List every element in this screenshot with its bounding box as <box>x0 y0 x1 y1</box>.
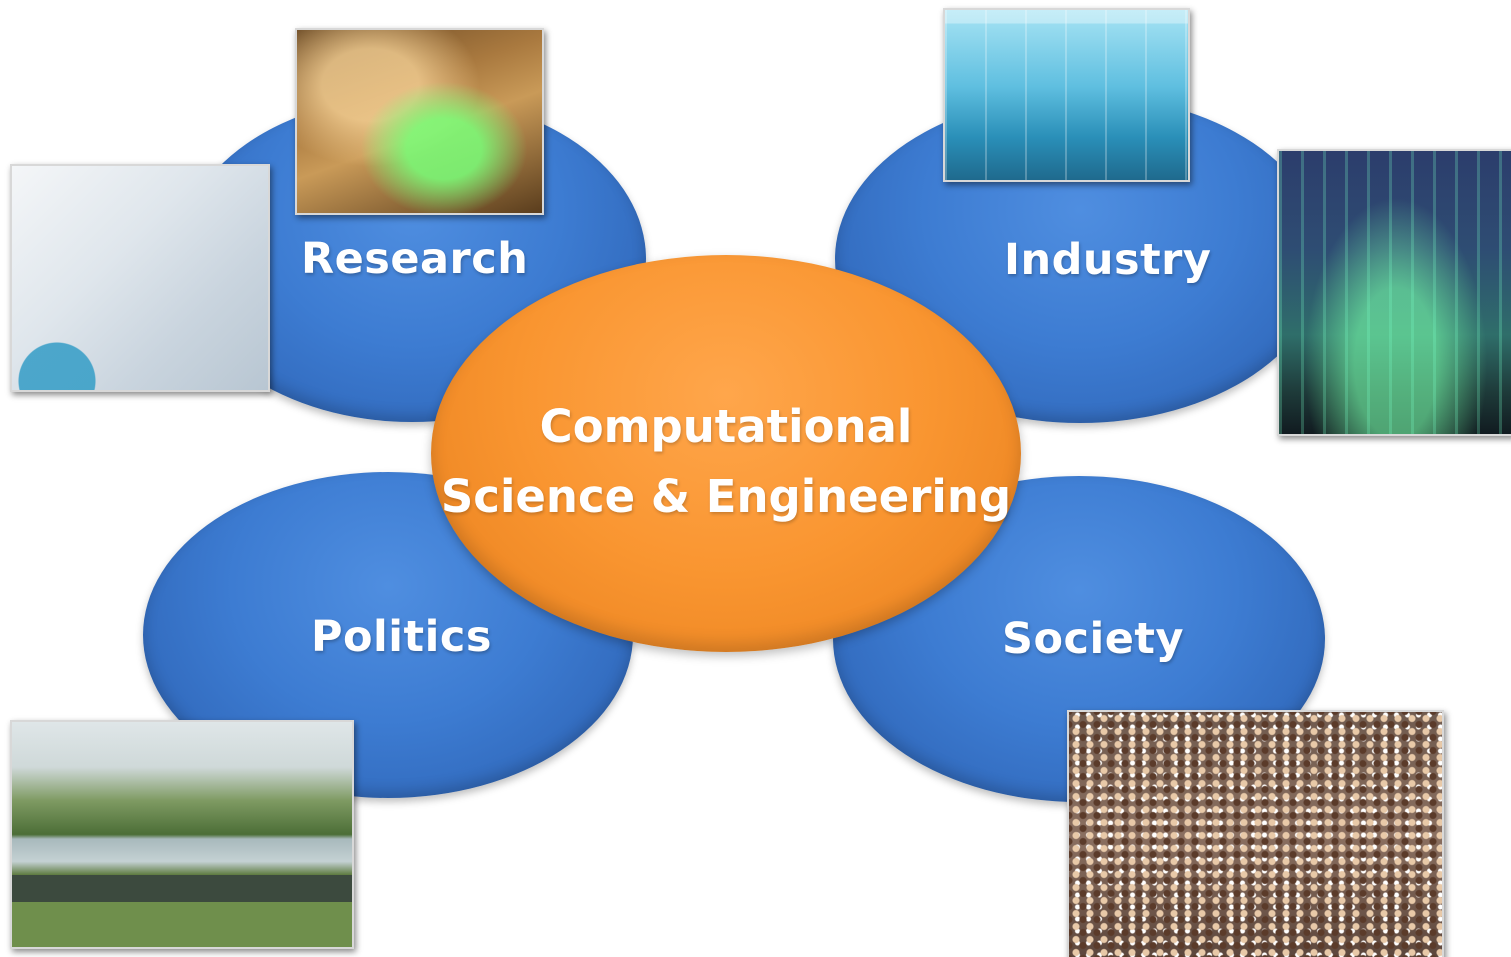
center-title-line1: Computational <box>539 400 913 453</box>
crowd-photo <box>1067 710 1444 957</box>
politics-label: Politics <box>311 612 492 662</box>
lab-scientist-photo <box>10 164 270 392</box>
center-title: Computational Science & Engineering <box>431 392 1021 532</box>
industry-label: Industry <box>1004 235 1212 285</box>
politicians-walking-photo <box>10 720 354 949</box>
control-room-photo <box>943 8 1190 182</box>
laser-experiment-photo <box>295 28 544 215</box>
refinery-photo <box>1277 149 1511 436</box>
society-label: Society <box>1002 614 1184 664</box>
research-label: Research <box>301 234 529 284</box>
center-title-line2: Science & Engineering <box>440 470 1012 523</box>
center-ellipse <box>431 255 1021 652</box>
